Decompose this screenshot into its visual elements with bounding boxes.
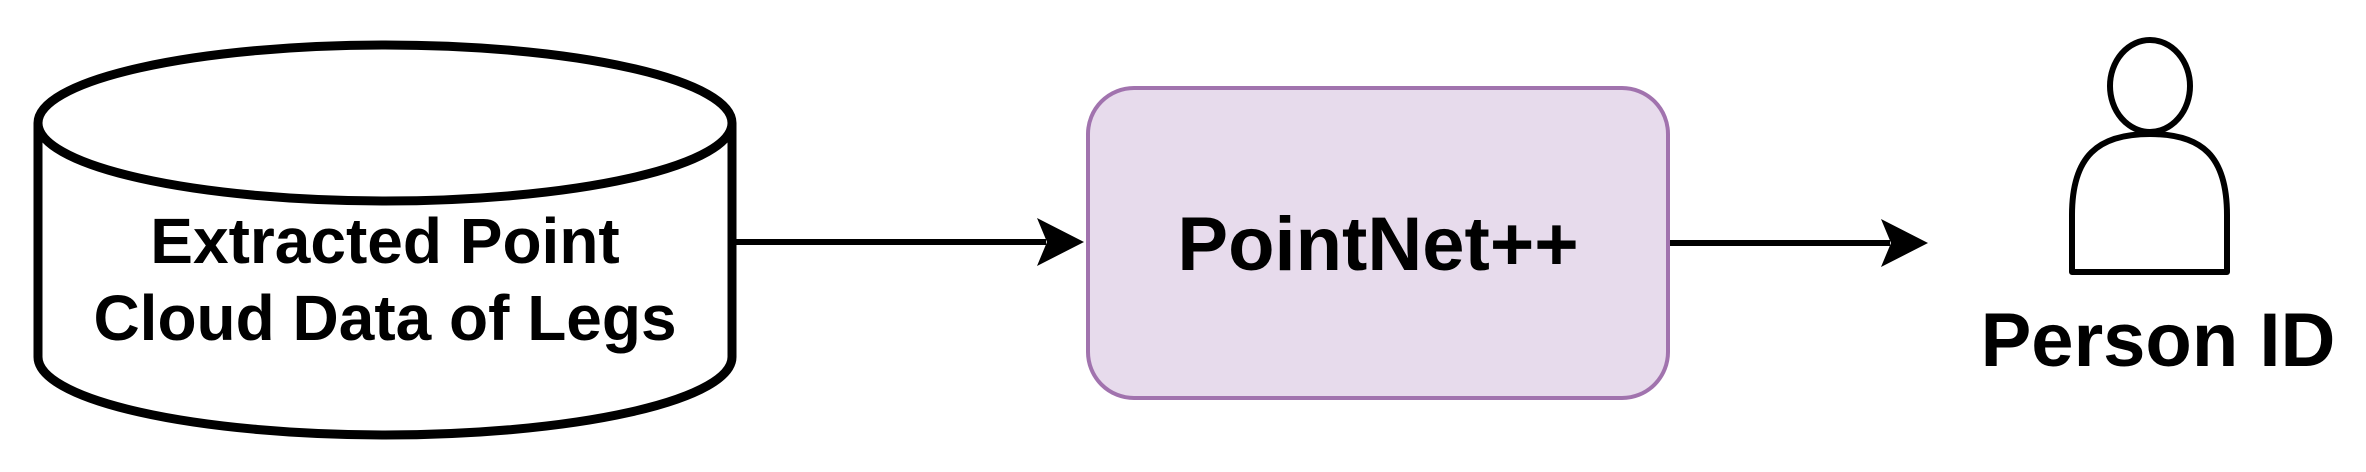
person-output-node: Person ID (1981, 37, 2336, 383)
pointnet-process-box: PointNet++ (1086, 86, 1670, 400)
person-head (2110, 40, 2190, 132)
cylinder-top-ellipse (38, 45, 732, 201)
cylinder-top-ellipse-outline (33, 40, 737, 206)
arrowhead-icon (1037, 218, 1084, 266)
cylinder-body-outline (33, 123, 737, 440)
process-label: PointNet++ (1177, 202, 1578, 287)
person-icon (2069, 37, 2230, 275)
person-id-label: Person ID (1981, 298, 2336, 383)
database-label-line1: Extracted Point (150, 205, 619, 277)
cylinder-body (38, 123, 732, 435)
arrowhead-icon (1881, 219, 1928, 267)
person-body (2072, 134, 2227, 272)
arrow-pointnet-to-person (1670, 219, 1928, 267)
point-cloud-database-cylinder: Extracted Point Cloud Data of Legs (33, 40, 737, 440)
arrow-database-to-pointnet (734, 218, 1084, 266)
process-box-border (1086, 86, 1670, 400)
person-body-outline (2069, 131, 2230, 275)
process-box-rect (1088, 88, 1668, 398)
database-label-line2: Cloud Data of Legs (93, 282, 676, 354)
